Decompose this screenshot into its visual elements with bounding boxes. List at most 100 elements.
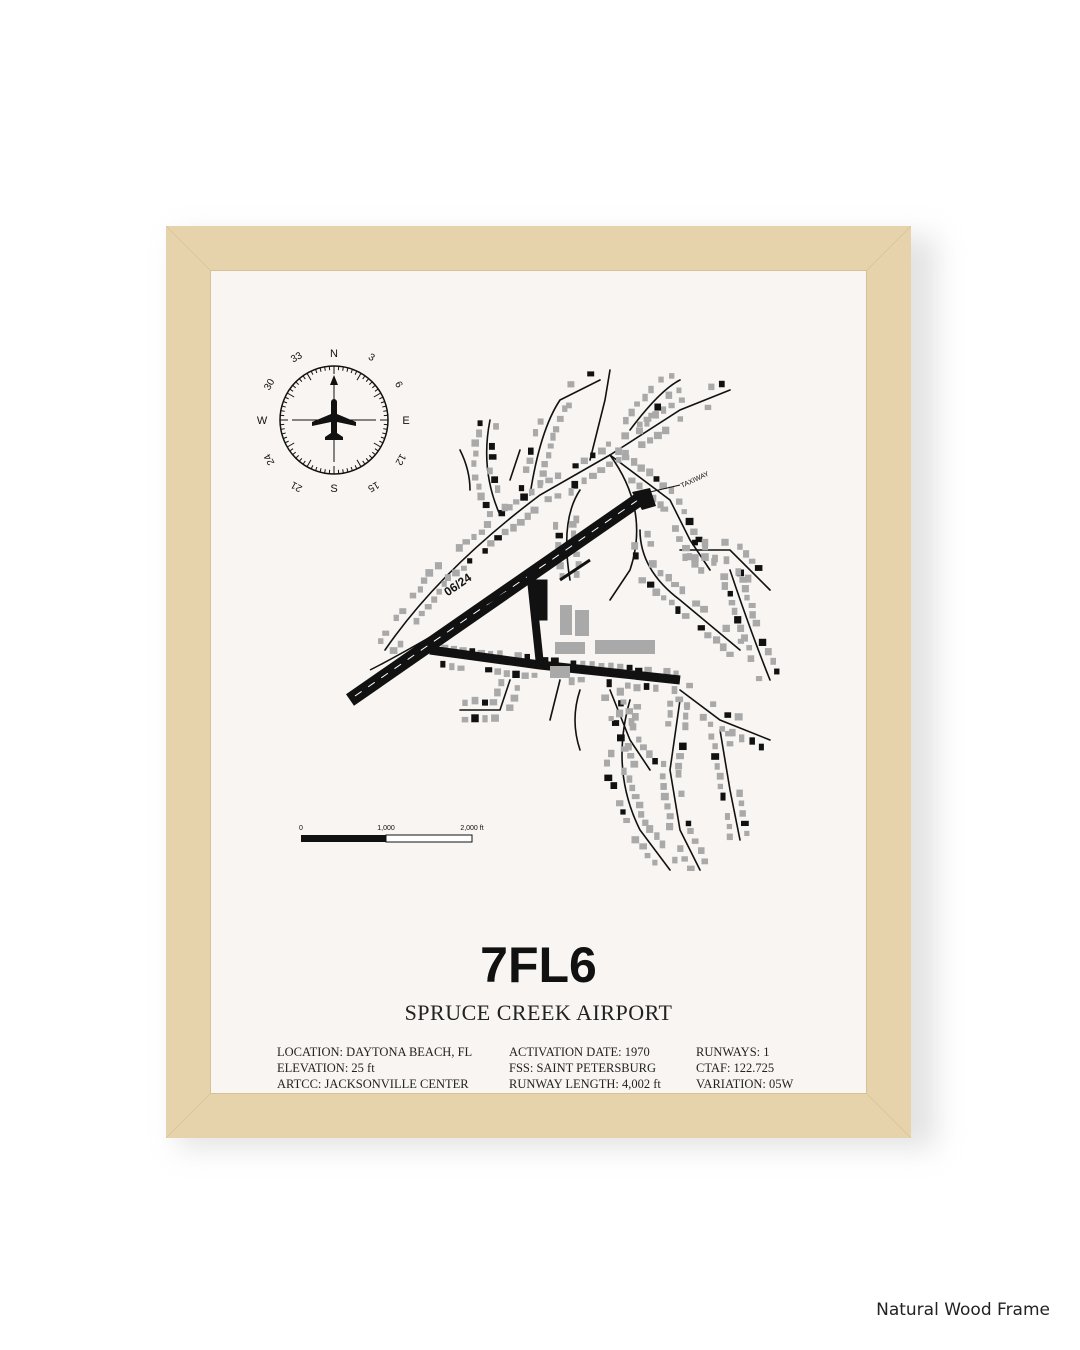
house [685, 517, 694, 526]
compass-tick [280, 410, 285, 412]
house [758, 638, 767, 646]
house [668, 599, 675, 606]
house [662, 426, 670, 435]
info-runways: RUNWAYS: 1 [696, 1045, 770, 1059]
house [666, 813, 674, 820]
compass-tick [315, 369, 318, 374]
house [747, 655, 755, 662]
house [444, 574, 451, 582]
house [657, 570, 664, 577]
house [418, 610, 425, 617]
house [708, 733, 715, 740]
house [493, 423, 499, 430]
house [726, 741, 734, 747]
house [483, 521, 492, 528]
house [758, 743, 764, 751]
house [605, 441, 612, 447]
house [661, 595, 667, 601]
house [636, 736, 642, 743]
house [701, 538, 709, 547]
compass-tick [298, 378, 303, 383]
house [652, 588, 661, 596]
compass-tick [292, 384, 297, 389]
compass-tick [379, 440, 384, 444]
house [473, 450, 479, 457]
compass-west: W [257, 415, 268, 427]
house [555, 542, 562, 550]
house [675, 696, 684, 703]
house [537, 480, 544, 486]
house [457, 665, 465, 671]
house [704, 632, 712, 639]
airport-name: SPRUCE CREEK AIRPORT [404, 1000, 673, 1025]
compass-tick [371, 384, 376, 389]
house [660, 506, 669, 512]
compass-tick [374, 388, 379, 392]
compass-tick [342, 366, 344, 371]
house [647, 541, 655, 547]
house [478, 529, 485, 535]
house [721, 582, 729, 590]
house [522, 466, 530, 473]
house [571, 480, 579, 489]
house [707, 721, 714, 727]
compass-6: 6 [392, 380, 405, 391]
house [514, 652, 522, 660]
house [678, 397, 685, 403]
house [497, 650, 503, 657]
house [617, 734, 625, 742]
road-network [384, 369, 771, 871]
house [461, 716, 469, 723]
house [736, 789, 743, 797]
house [487, 467, 493, 475]
house [397, 640, 404, 648]
house [708, 383, 715, 391]
house [692, 539, 698, 546]
house [617, 663, 624, 670]
house [672, 525, 679, 532]
house [461, 565, 467, 571]
house [580, 660, 586, 668]
house [431, 596, 438, 603]
house [677, 845, 684, 852]
house [711, 753, 720, 760]
house [573, 551, 580, 557]
house [627, 752, 635, 759]
house [471, 460, 477, 467]
house [636, 482, 643, 490]
house [526, 457, 534, 464]
house [510, 523, 517, 532]
house [744, 574, 752, 583]
house [476, 429, 482, 438]
compass-tick [346, 367, 349, 372]
house [770, 657, 777, 665]
house [631, 542, 639, 550]
house [541, 461, 548, 468]
house [518, 485, 525, 492]
house [712, 636, 721, 644]
house [646, 750, 653, 758]
info-column-2: ACTIVATION DATE: 1970 FSS: SAINT PETERSB… [509, 1044, 661, 1092]
house [646, 825, 654, 833]
compass-tick [306, 459, 312, 468]
airport-code: 7FL6 [480, 937, 597, 993]
house [615, 447, 623, 456]
house [634, 401, 640, 407]
house [628, 408, 635, 417]
airport-map: N E S W 3 6 12 15 21 24 30 33 [257, 348, 780, 872]
house [527, 447, 534, 455]
compass-tick [365, 378, 370, 383]
house [698, 567, 705, 574]
house [752, 619, 761, 627]
house [487, 540, 495, 547]
house [481, 699, 489, 706]
house [503, 670, 510, 677]
house [640, 744, 647, 751]
compass-tick [298, 457, 303, 462]
compass-tick [302, 460, 306, 465]
house [722, 624, 730, 633]
house [740, 820, 749, 827]
info-column-1: LOCATION: DAYTONA BEACH, FL ELEVATION: 2… [277, 1044, 472, 1092]
house [471, 474, 479, 481]
compass-tick [281, 432, 286, 435]
